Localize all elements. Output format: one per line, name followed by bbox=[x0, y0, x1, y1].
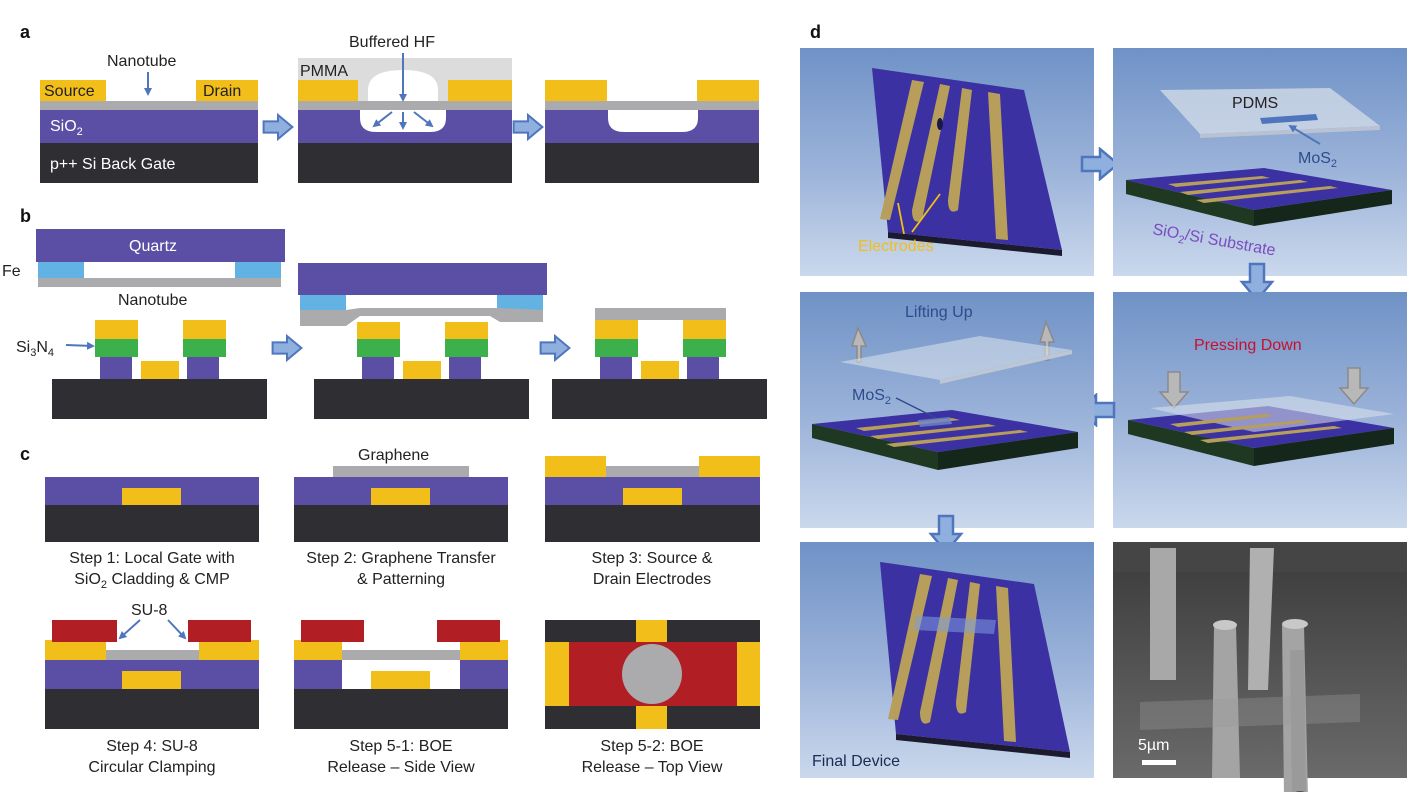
step3-caption-line2: Drain Electrodes bbox=[593, 571, 711, 588]
panel-a-step2: PMMA Buffered HF bbox=[298, 34, 512, 183]
process-arrow-a1 bbox=[262, 113, 294, 141]
panel-b-step3 bbox=[552, 308, 767, 419]
panel-letter-d: d bbox=[810, 22, 821, 42]
final-device-label: Final Device bbox=[812, 753, 900, 770]
lifting-up-label: Lifting Up bbox=[905, 304, 973, 321]
process-arrow-b2 bbox=[539, 334, 571, 362]
panel-b-step1: Quartz Fe Nanotube Si3N4 bbox=[2, 229, 285, 419]
step5-1-caption-line1: Step 5-1: BOE bbox=[349, 738, 452, 755]
panel-letter-a: a bbox=[20, 22, 31, 42]
svg-text:MoS2: MoS2 bbox=[1298, 150, 1337, 170]
pmma-label: PMMA bbox=[300, 63, 348, 80]
pdms-label: PDMS bbox=[1232, 95, 1278, 112]
panel-c-step2: Graphene Step 2: Graphene Transfer & Pat… bbox=[294, 447, 508, 588]
step5-2-caption-line1: Step 5-2: BOE bbox=[600, 738, 703, 755]
panel-c-step5-1: Step 5-1: BOE Release – Side View bbox=[294, 620, 508, 776]
panel-letter-b: b bbox=[20, 206, 31, 226]
step5-2-caption-line2: Release – Top View bbox=[582, 759, 723, 776]
mos2-label-lift: MoS bbox=[852, 387, 885, 404]
step2-caption-line2: & Patterning bbox=[357, 571, 445, 588]
panel-d-tile-lifting: Lifting Up MoS2 bbox=[800, 292, 1094, 528]
panel-c-step3: Step 3: Source & Drain Electrodes bbox=[545, 456, 760, 588]
panel-c-step1: Step 1: Local Gate with SiO2 Cladding & … bbox=[45, 477, 259, 591]
su8-label: SU-8 bbox=[131, 602, 168, 619]
panel-d-tile-pdms: PDMS MoS2 SiO2/Si Substrate bbox=[1113, 48, 1407, 276]
panel-d-tile-final: Final Device bbox=[800, 542, 1094, 778]
step4-caption-line2: Circular Clamping bbox=[88, 759, 215, 776]
process-arrow-a2 bbox=[512, 113, 544, 141]
backgate-label: p++ Si Back Gate bbox=[50, 156, 176, 173]
nanotube-label-a: Nanotube bbox=[107, 53, 176, 70]
panel-d-sem-image: 5µm bbox=[1113, 542, 1407, 792]
panel-a-step1: Source Drain Nanotube SiO2 p++ Si Back G… bbox=[40, 53, 258, 183]
quartz-label: Quartz bbox=[129, 238, 177, 255]
panel-letter-c: c bbox=[20, 444, 30, 464]
panel-d-tile-pressing: Pressing Down bbox=[1113, 292, 1407, 528]
scale-bar-label: 5µm bbox=[1138, 737, 1169, 754]
panel-c-step5-2: Step 5-2: BOE Release – Top View bbox=[545, 620, 760, 776]
panel-d-tile-electrodes: Electrodes bbox=[800, 48, 1094, 276]
process-arrow-b1 bbox=[271, 334, 303, 362]
si3n4-label: Si bbox=[16, 339, 30, 356]
svg-text:MoS2: MoS2 bbox=[852, 387, 891, 407]
nanotube-label-b: Nanotube bbox=[118, 292, 187, 309]
graphene-label: Graphene bbox=[358, 447, 429, 464]
substrate-label: SiO bbox=[1151, 221, 1180, 242]
panel-b-step2 bbox=[298, 263, 547, 419]
step4-caption-line1: Step 4: SU-8 bbox=[106, 738, 198, 755]
step2-caption-line1: Step 2: Graphene Transfer bbox=[306, 550, 496, 567]
mos2-label-top: MoS bbox=[1298, 150, 1331, 167]
panel-c-step4: SU-8 Step 4: SU-8 Circular Clamping bbox=[45, 602, 259, 776]
source-label: Source bbox=[44, 83, 95, 100]
step3-caption-line1: Step 3: Source & bbox=[592, 550, 713, 567]
buffered-hf-label: Buffered HF bbox=[349, 34, 435, 51]
svg-text:Si3N4: Si3N4 bbox=[16, 339, 54, 359]
pressing-down-label: Pressing Down bbox=[1194, 337, 1302, 354]
drain-label: Drain bbox=[203, 83, 241, 100]
step1-caption-line1: Step 1: Local Gate with bbox=[69, 550, 234, 567]
step5-1-caption-line2: Release – Side View bbox=[327, 759, 475, 776]
scale-bar bbox=[1142, 760, 1176, 765]
panel-a-step3 bbox=[545, 80, 759, 183]
step1-caption-line2: SiO bbox=[74, 571, 101, 588]
fe-label: Fe bbox=[2, 263, 21, 280]
svg-text:SiO2 Cladding & CMP: SiO2 Cladding & CMP bbox=[74, 571, 230, 591]
sio2-label: SiO bbox=[50, 118, 77, 135]
electrodes-label: Electrodes bbox=[858, 238, 934, 255]
svg-text:SiO2: SiO2 bbox=[50, 118, 83, 138]
